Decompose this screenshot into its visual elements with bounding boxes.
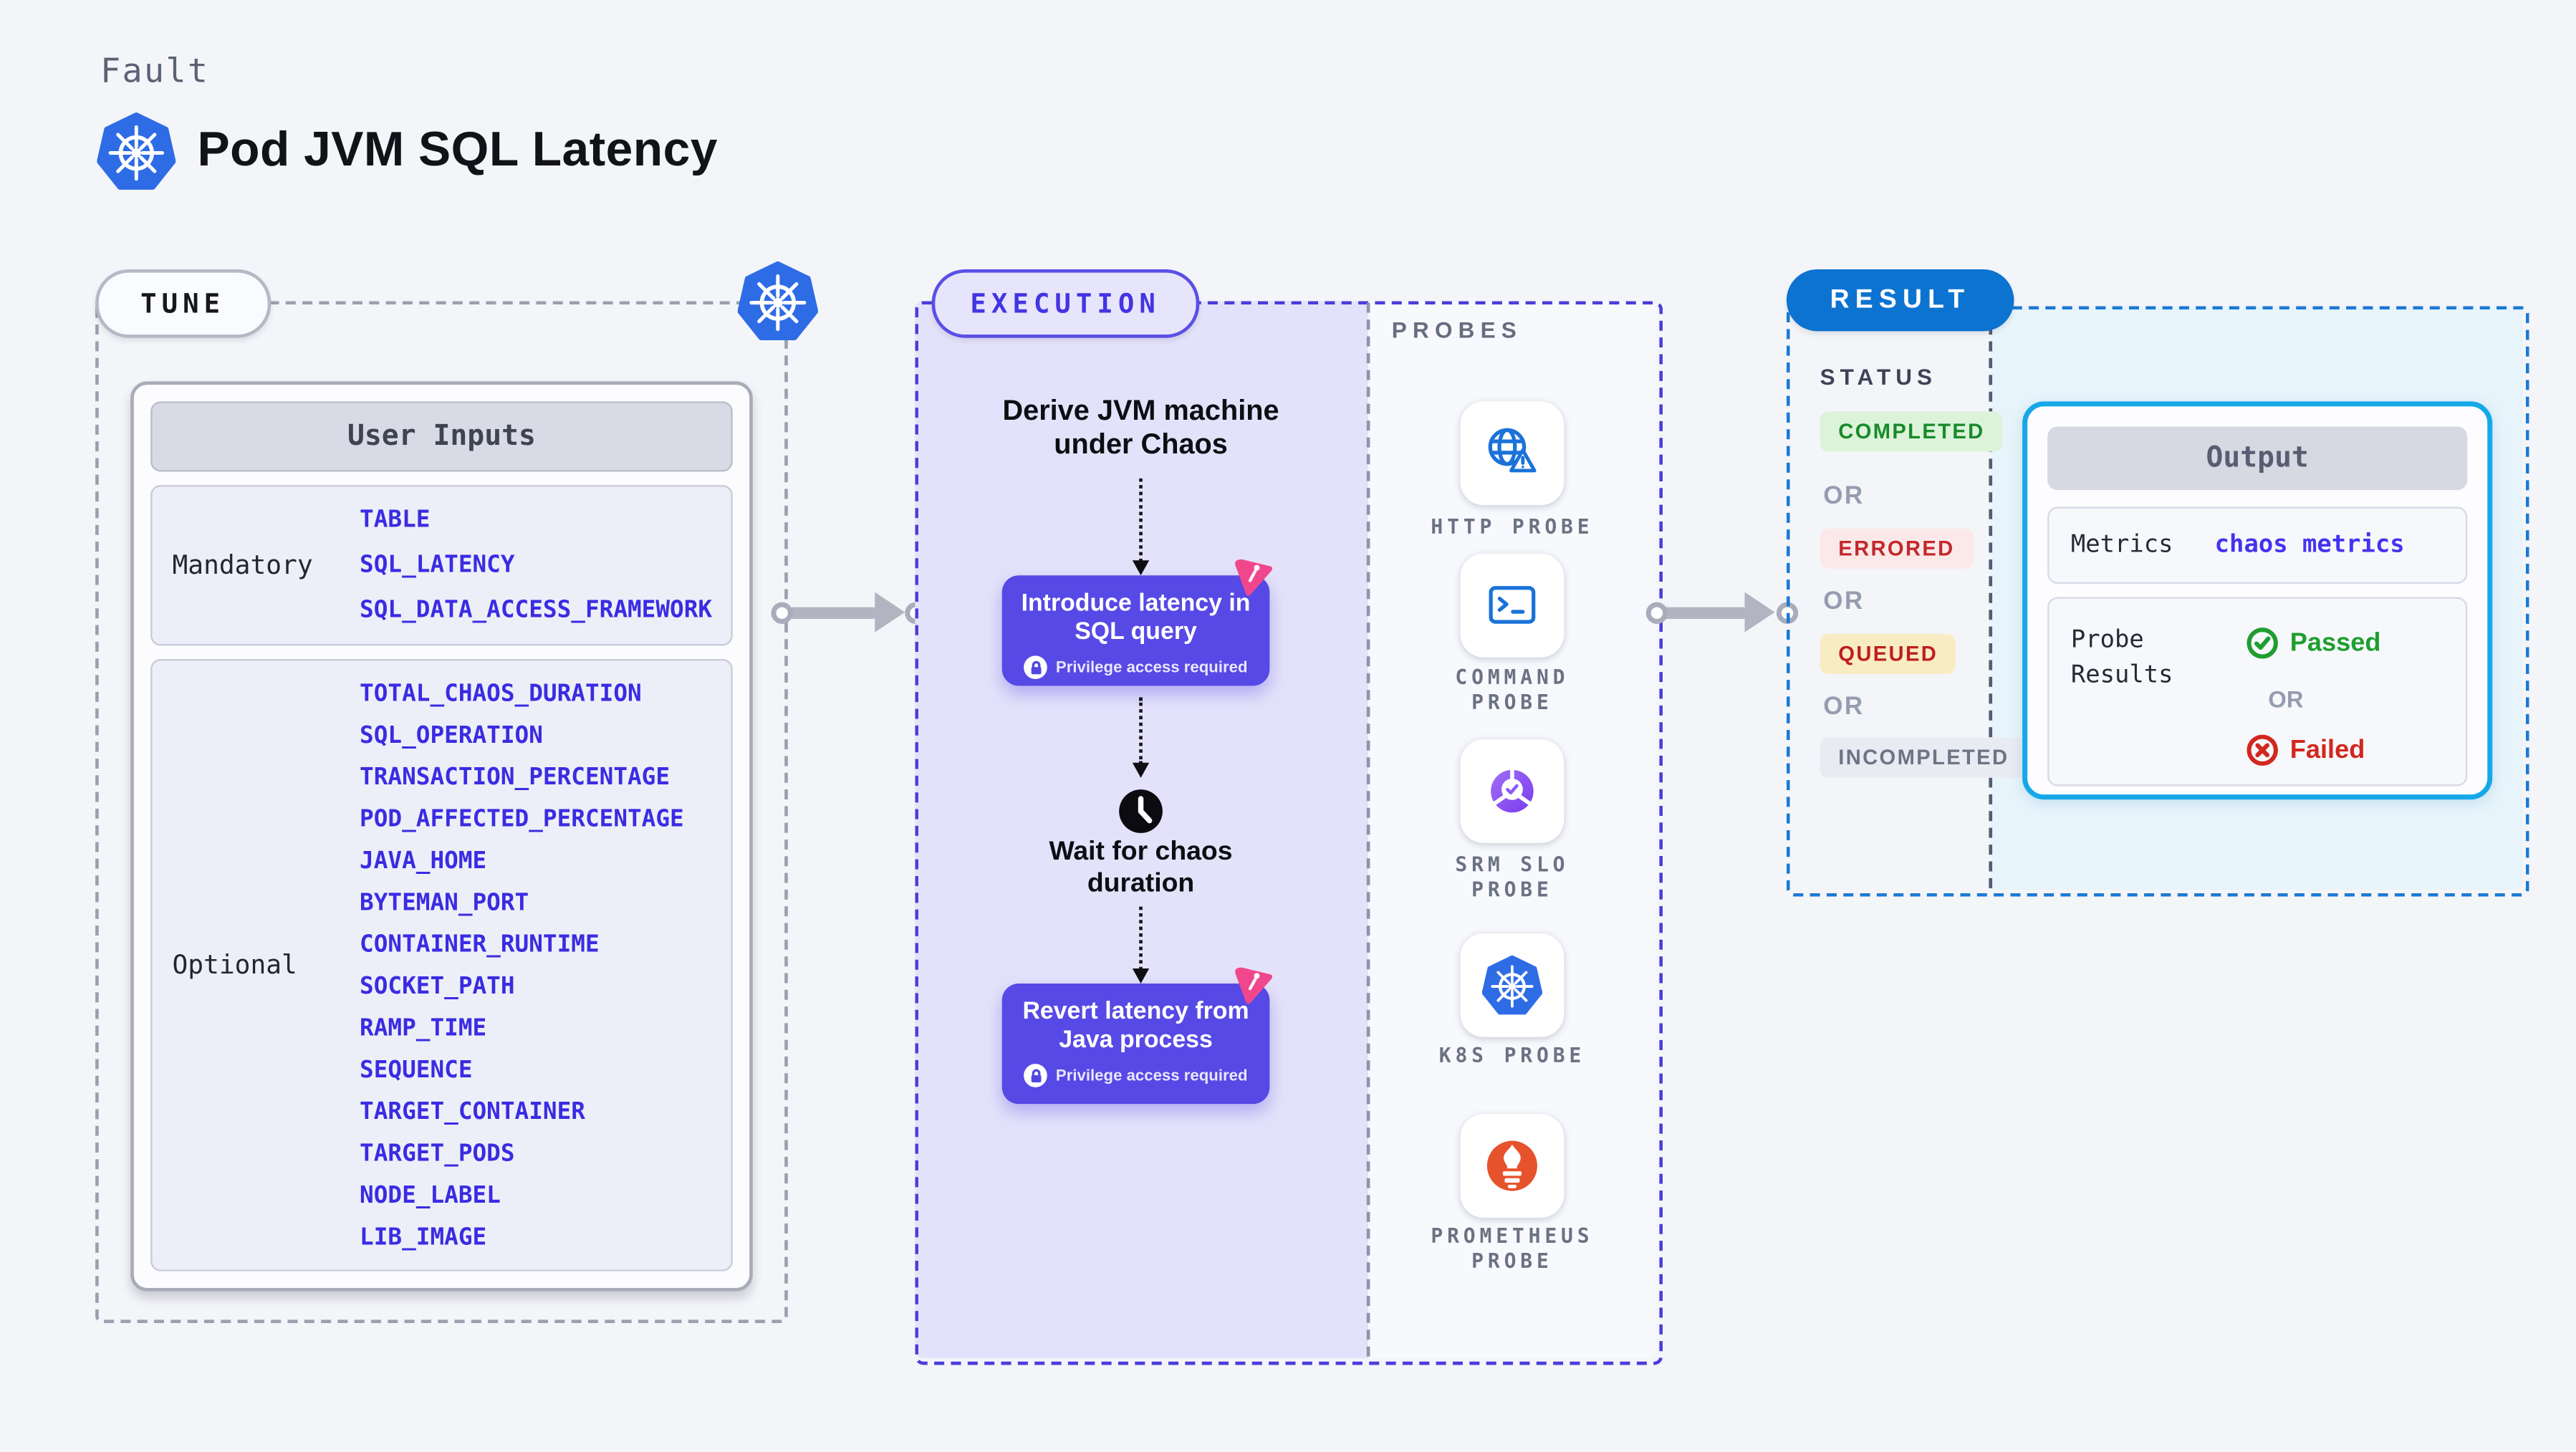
env-var: NODE_LABEL (360, 1181, 501, 1209)
env-var: LIB_IMAGE (360, 1223, 487, 1251)
arrow-head (1744, 592, 1775, 633)
lock-icon (1024, 1064, 1048, 1087)
env-var: SQL_DATA_ACCESS_FRAMEWORK (360, 596, 713, 624)
http-probe-card (1460, 401, 1565, 506)
metrics-label: Metrics (2070, 532, 2173, 559)
privilege-note: Privilege access required (1055, 1066, 1248, 1085)
env-var: SEQUENCE (360, 1056, 473, 1083)
kubernetes-logo-icon (97, 112, 176, 191)
env-var: JAVA_HOME (360, 847, 487, 875)
passed-text: Passed (2289, 628, 2381, 657)
failed-text: Failed (2289, 735, 2365, 764)
probe-results-label: Probe Results (2070, 627, 2173, 690)
privilege-note: Privilege access required (1055, 658, 1248, 677)
probes-title: PROBES (1391, 317, 1522, 343)
srm-slo-probe-card (1460, 739, 1565, 843)
litmus-chaos-icon (1231, 960, 1279, 1008)
revert-latency-title: Revert latency from Java process (1022, 999, 1249, 1054)
probe-results-row: Probe Results Passed OR Failed (2047, 597, 2468, 787)
execution-section-box (915, 301, 1663, 1365)
connector-dot (770, 601, 792, 623)
prometheus-probe-card (1460, 1114, 1565, 1218)
kubernetes-icon (1481, 955, 1542, 1015)
or-separator: OR (2268, 686, 2304, 713)
env-var: SOCKET_PATH (360, 972, 515, 1000)
mandatory-inputs-row: Mandatory TABLE SQL_LATENCY SQL_DATA_ACCES… (150, 485, 733, 646)
tune-section-box (95, 301, 788, 1324)
probe-result-passed: Passed (2246, 628, 2381, 659)
terminal-icon (1489, 586, 1536, 624)
result-section-label: RESULT (1786, 269, 2014, 332)
env-var: TARGET_PODS (360, 1140, 515, 1167)
user-inputs-card: User Inputs Mandatory TABLE SQL_LATENCY SQ… (130, 381, 753, 1292)
status-badge-incompleted: INCOMPLETED (1820, 737, 2028, 778)
or-separator: OR (1823, 587, 1865, 616)
output-title: Output (2047, 426, 2468, 491)
lock-icon (1024, 655, 1048, 680)
check-circle-icon (2246, 628, 2278, 659)
env-var: BYTEMAN_PORT (360, 889, 529, 916)
revert-latency-step: Revert latency from Java process Privile… (1001, 984, 1270, 1105)
result-section-box (1786, 306, 2529, 897)
or-separator: OR (1823, 481, 1865, 511)
status-title: STATUS (1820, 365, 1938, 390)
globe-warning-icon (1488, 428, 1537, 473)
probe-result-failed: Failed (2246, 734, 2365, 766)
x-circle-icon (2246, 734, 2278, 766)
command-probe-label: COMMAND PROBE (1455, 665, 1570, 715)
flow-down-arrow (1132, 906, 1150, 984)
optional-env-list: TOTAL_CHAOS_DURATION SQL_OPERATION TRANSAC… (360, 660, 731, 1269)
env-var: TRANSACTION_PERCENTAGE (360, 763, 671, 791)
srm-slo-probe-label: SRM SLO PROBE (1455, 852, 1570, 902)
fault-eyebrow: Fault (100, 50, 210, 91)
env-var: POD_AFFECTED_PERCENTAGE (360, 805, 684, 832)
arrow-head (875, 592, 905, 633)
output-card: Output Metrics chaos metrics Probe Resul… (2022, 401, 2493, 800)
mandatory-env-list: TABLE SQL_LATENCY SQL_DATA_ACCESS_FRAMEWOR… (360, 487, 731, 644)
status-badge-errored: ERRORED (1820, 528, 1974, 569)
k8s-probe-card (1460, 933, 1565, 1037)
tune-section-label: TUNE (95, 269, 271, 338)
flow-down-arrow (1132, 697, 1150, 778)
clock-icon (1118, 788, 1164, 835)
execution-section-label: EXECUTION (931, 269, 1199, 338)
env-var: SQL_LATENCY (360, 552, 515, 579)
connector-dot (1645, 601, 1667, 623)
or-separator: OR (1823, 692, 1865, 721)
status-output-divider (1989, 307, 1993, 888)
slo-check-icon (1491, 767, 1534, 813)
prometheus-icon (1486, 1140, 1537, 1191)
prometheus-probe-label: PROMETHEUS PROBE (1431, 1224, 1594, 1274)
introduce-latency-title: Introduce latency in SQL query (1021, 590, 1251, 646)
flow-down-arrow (1132, 478, 1150, 576)
optional-inputs-row: Optional TOTAL_CHAOS_DURATION SQL_OPERATI… (150, 659, 733, 1271)
metrics-value: chaos metrics (2214, 532, 2405, 559)
command-probe-card (1460, 553, 1565, 658)
wait-step-text: Wait for chaos duration (1049, 837, 1233, 898)
status-badge-queued: QUEUED (1820, 634, 1956, 675)
status-badge-completed: COMPLETED (1820, 411, 2004, 452)
metrics-row: Metrics chaos metrics (2047, 506, 2468, 584)
env-var: TOTAL_CHAOS_DURATION (360, 680, 642, 707)
optional-label: Optional (172, 950, 297, 981)
mandatory-label: Mandatory (172, 550, 313, 581)
k8s-probe-label: K8S PROBE (1438, 1044, 1586, 1067)
litmus-chaos-icon (1231, 552, 1279, 600)
page-title: Pod JVM SQL Latency (197, 123, 718, 178)
env-var: TARGET_CONTAINER (360, 1097, 585, 1125)
env-var: RAMP_TIME (360, 1014, 487, 1042)
env-var: CONTAINER_RUNTIME (360, 931, 600, 958)
kubernetes-corner-icon (737, 261, 819, 341)
execution-probes-divider (1366, 302, 1370, 1357)
derive-step-text: Derive JVM machine under Chaos (1002, 395, 1279, 461)
user-inputs-title: User Inputs (150, 401, 733, 472)
introduce-latency-step: Introduce latency in SQL query Privilege… (1001, 575, 1270, 686)
env-var: TABLE (360, 507, 431, 534)
http-probe-label: HTTP PROBE (1431, 515, 1594, 539)
env-var: SQL_OPERATION (360, 721, 543, 749)
